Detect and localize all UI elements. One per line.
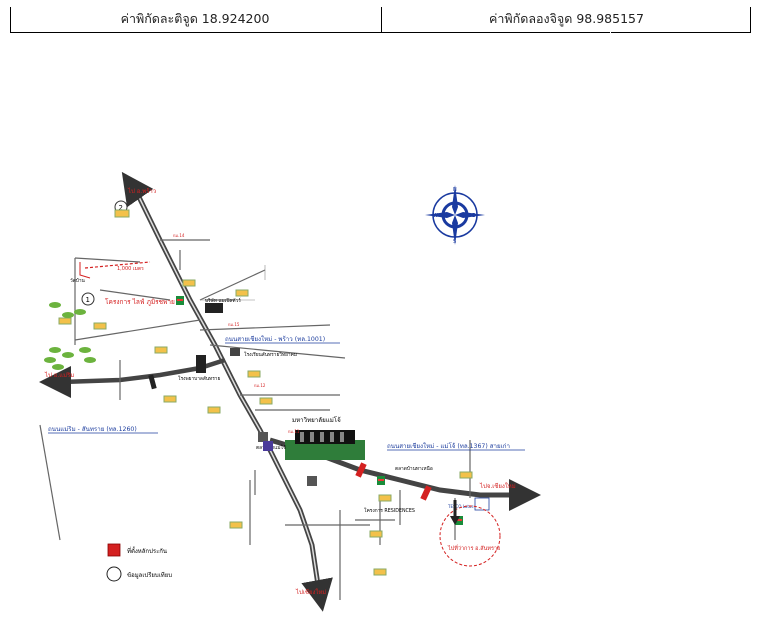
project-highlight: โครงการ ไลฟ์ ภูมิรชพาย xyxy=(105,298,175,306)
seven-eleven-icons xyxy=(176,296,463,525)
arrow-south xyxy=(301,577,333,612)
hospital-label: โรงพยาบาลสันทราย xyxy=(178,375,220,382)
company-building xyxy=(205,303,223,313)
svg-text:2: 2 xyxy=(119,204,123,212)
direction-chiang-mai-bottom: ไปเชียงใหม่ xyxy=(295,588,326,596)
road-label-1260: ถนนแม่ริม - สันทราย (ทล.1260) xyxy=(48,426,137,433)
km-marker-12: กม.12 xyxy=(254,383,266,388)
tesco-icon xyxy=(474,497,490,511)
direction-phrao: ไป อ.พร้าว xyxy=(127,187,156,195)
svg-text:1: 1 xyxy=(86,296,90,304)
branch-roads xyxy=(39,239,471,600)
compass-icon: N S E W xyxy=(425,185,485,245)
shrine-label: วัดบ้าน xyxy=(70,277,86,284)
divider xyxy=(611,32,750,33)
coordinate-bar: ค่าพิกัดละติจูด 18.924200 ค่าพิกัดลองจิจ… xyxy=(10,7,751,33)
divider xyxy=(11,32,610,33)
direction-mae-rim: ไป อ.แม่ริม xyxy=(44,371,74,379)
project-icons xyxy=(58,209,473,576)
marker-one: 1 xyxy=(81,292,95,306)
tree-icons xyxy=(44,302,96,370)
school-label: โรงเรียนสันทรายวิทยาคม xyxy=(244,351,297,358)
legend-red-square-icon xyxy=(107,543,121,557)
school-building xyxy=(230,348,240,356)
residence-label: โครงการ RESIDENCES xyxy=(364,507,415,514)
legend-red-square-label: ที่ตั้งหลักประกัน xyxy=(127,545,167,555)
arrow-north xyxy=(121,171,154,208)
west-road-marker xyxy=(148,374,157,390)
legend-circle-icon xyxy=(106,566,122,582)
direction-san-sai: ไปที่ว่าการ อ.สันทราย xyxy=(447,544,500,552)
road-crossing-markers xyxy=(355,462,432,501)
distance-label: 1,000 เมตร xyxy=(117,266,144,272)
main-road xyxy=(135,193,321,586)
latitude-label: ค่าพิกัดละติจูด 18.924200 xyxy=(120,11,270,26)
svg-text:E: E xyxy=(472,213,475,219)
university-building xyxy=(285,430,365,460)
map-legend: ที่ตั้งหลักประกัน ข้อมูลเปรียบเทียบ xyxy=(106,543,172,582)
tesco-label: TESCO Lotus xyxy=(447,504,474,509)
svg-text:S: S xyxy=(453,239,456,245)
direction-chiang-mai-top: ไปจ.เชียงใหม่ xyxy=(479,482,516,490)
market-sansai-label: ตลาดบ้านทาเหนือ xyxy=(395,465,433,472)
west-road xyxy=(61,357,226,385)
km-marker-14: กม.14 xyxy=(173,233,185,238)
km-marker-15: กม.15 xyxy=(228,322,240,327)
company-label: บริษัท แมเปิลทัวร์ xyxy=(205,297,241,304)
longitude-label: ค่าพิกัดลองจิจูด 98.985157 xyxy=(381,7,751,33)
hospital-building xyxy=(196,355,206,373)
subject-area-circle xyxy=(439,505,501,567)
km-marker-11: กม.11 xyxy=(288,429,300,434)
svg-text:W: W xyxy=(433,213,438,219)
road-label-1001: ถนนสายเชียงใหม่ - พร้าว (ทล.1001) xyxy=(225,335,325,343)
bank-icons xyxy=(258,432,317,486)
legend-circle-label: ข้อมูลเปรียบเทียบ xyxy=(127,571,172,579)
road-label-1367: ถนนสายเชียงใหม่ - แม่โจ้ (ทล.1367) สายเก… xyxy=(387,442,510,450)
maejo-university-label: มหาวิทยาลัยแม่โจ้ xyxy=(292,416,341,424)
svg-text:N: N xyxy=(453,187,457,193)
route-dashed xyxy=(84,261,151,269)
